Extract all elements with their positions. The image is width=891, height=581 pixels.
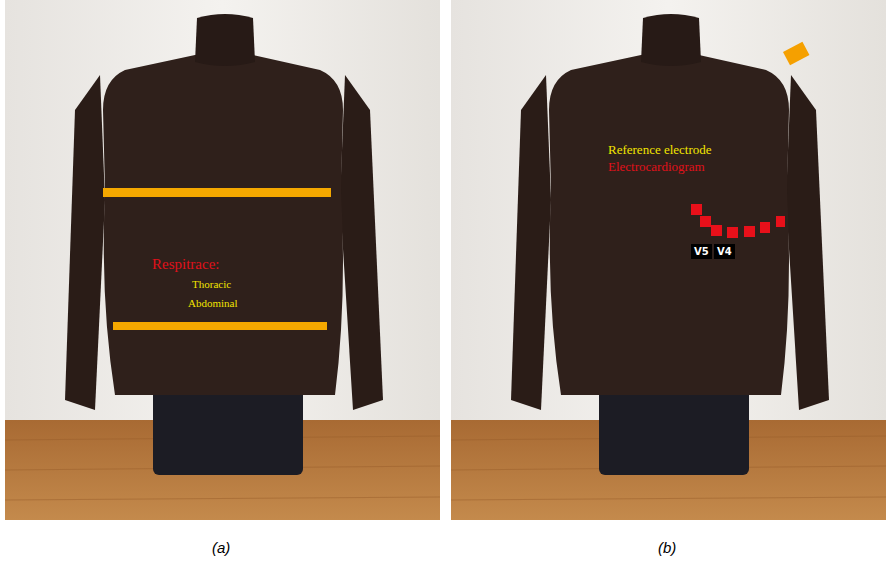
photo-a xyxy=(5,0,440,520)
lead-tag: V4 xyxy=(714,244,735,259)
photo-b xyxy=(451,0,886,520)
lead-name: V5 xyxy=(694,246,709,257)
lead-name: V4 xyxy=(717,246,732,257)
panel-caption: (b) xyxy=(658,540,676,557)
band-label: Abdominal xyxy=(188,297,238,309)
electrode-label: Reference electrode xyxy=(608,143,712,157)
band-label: Thoracic xyxy=(192,278,231,290)
signal-label: Electrocardiogram xyxy=(608,160,705,174)
lead-tag: V5 xyxy=(691,244,712,259)
panel-caption: (a) xyxy=(212,540,230,557)
sensor-title: Respitrace: xyxy=(152,256,219,273)
